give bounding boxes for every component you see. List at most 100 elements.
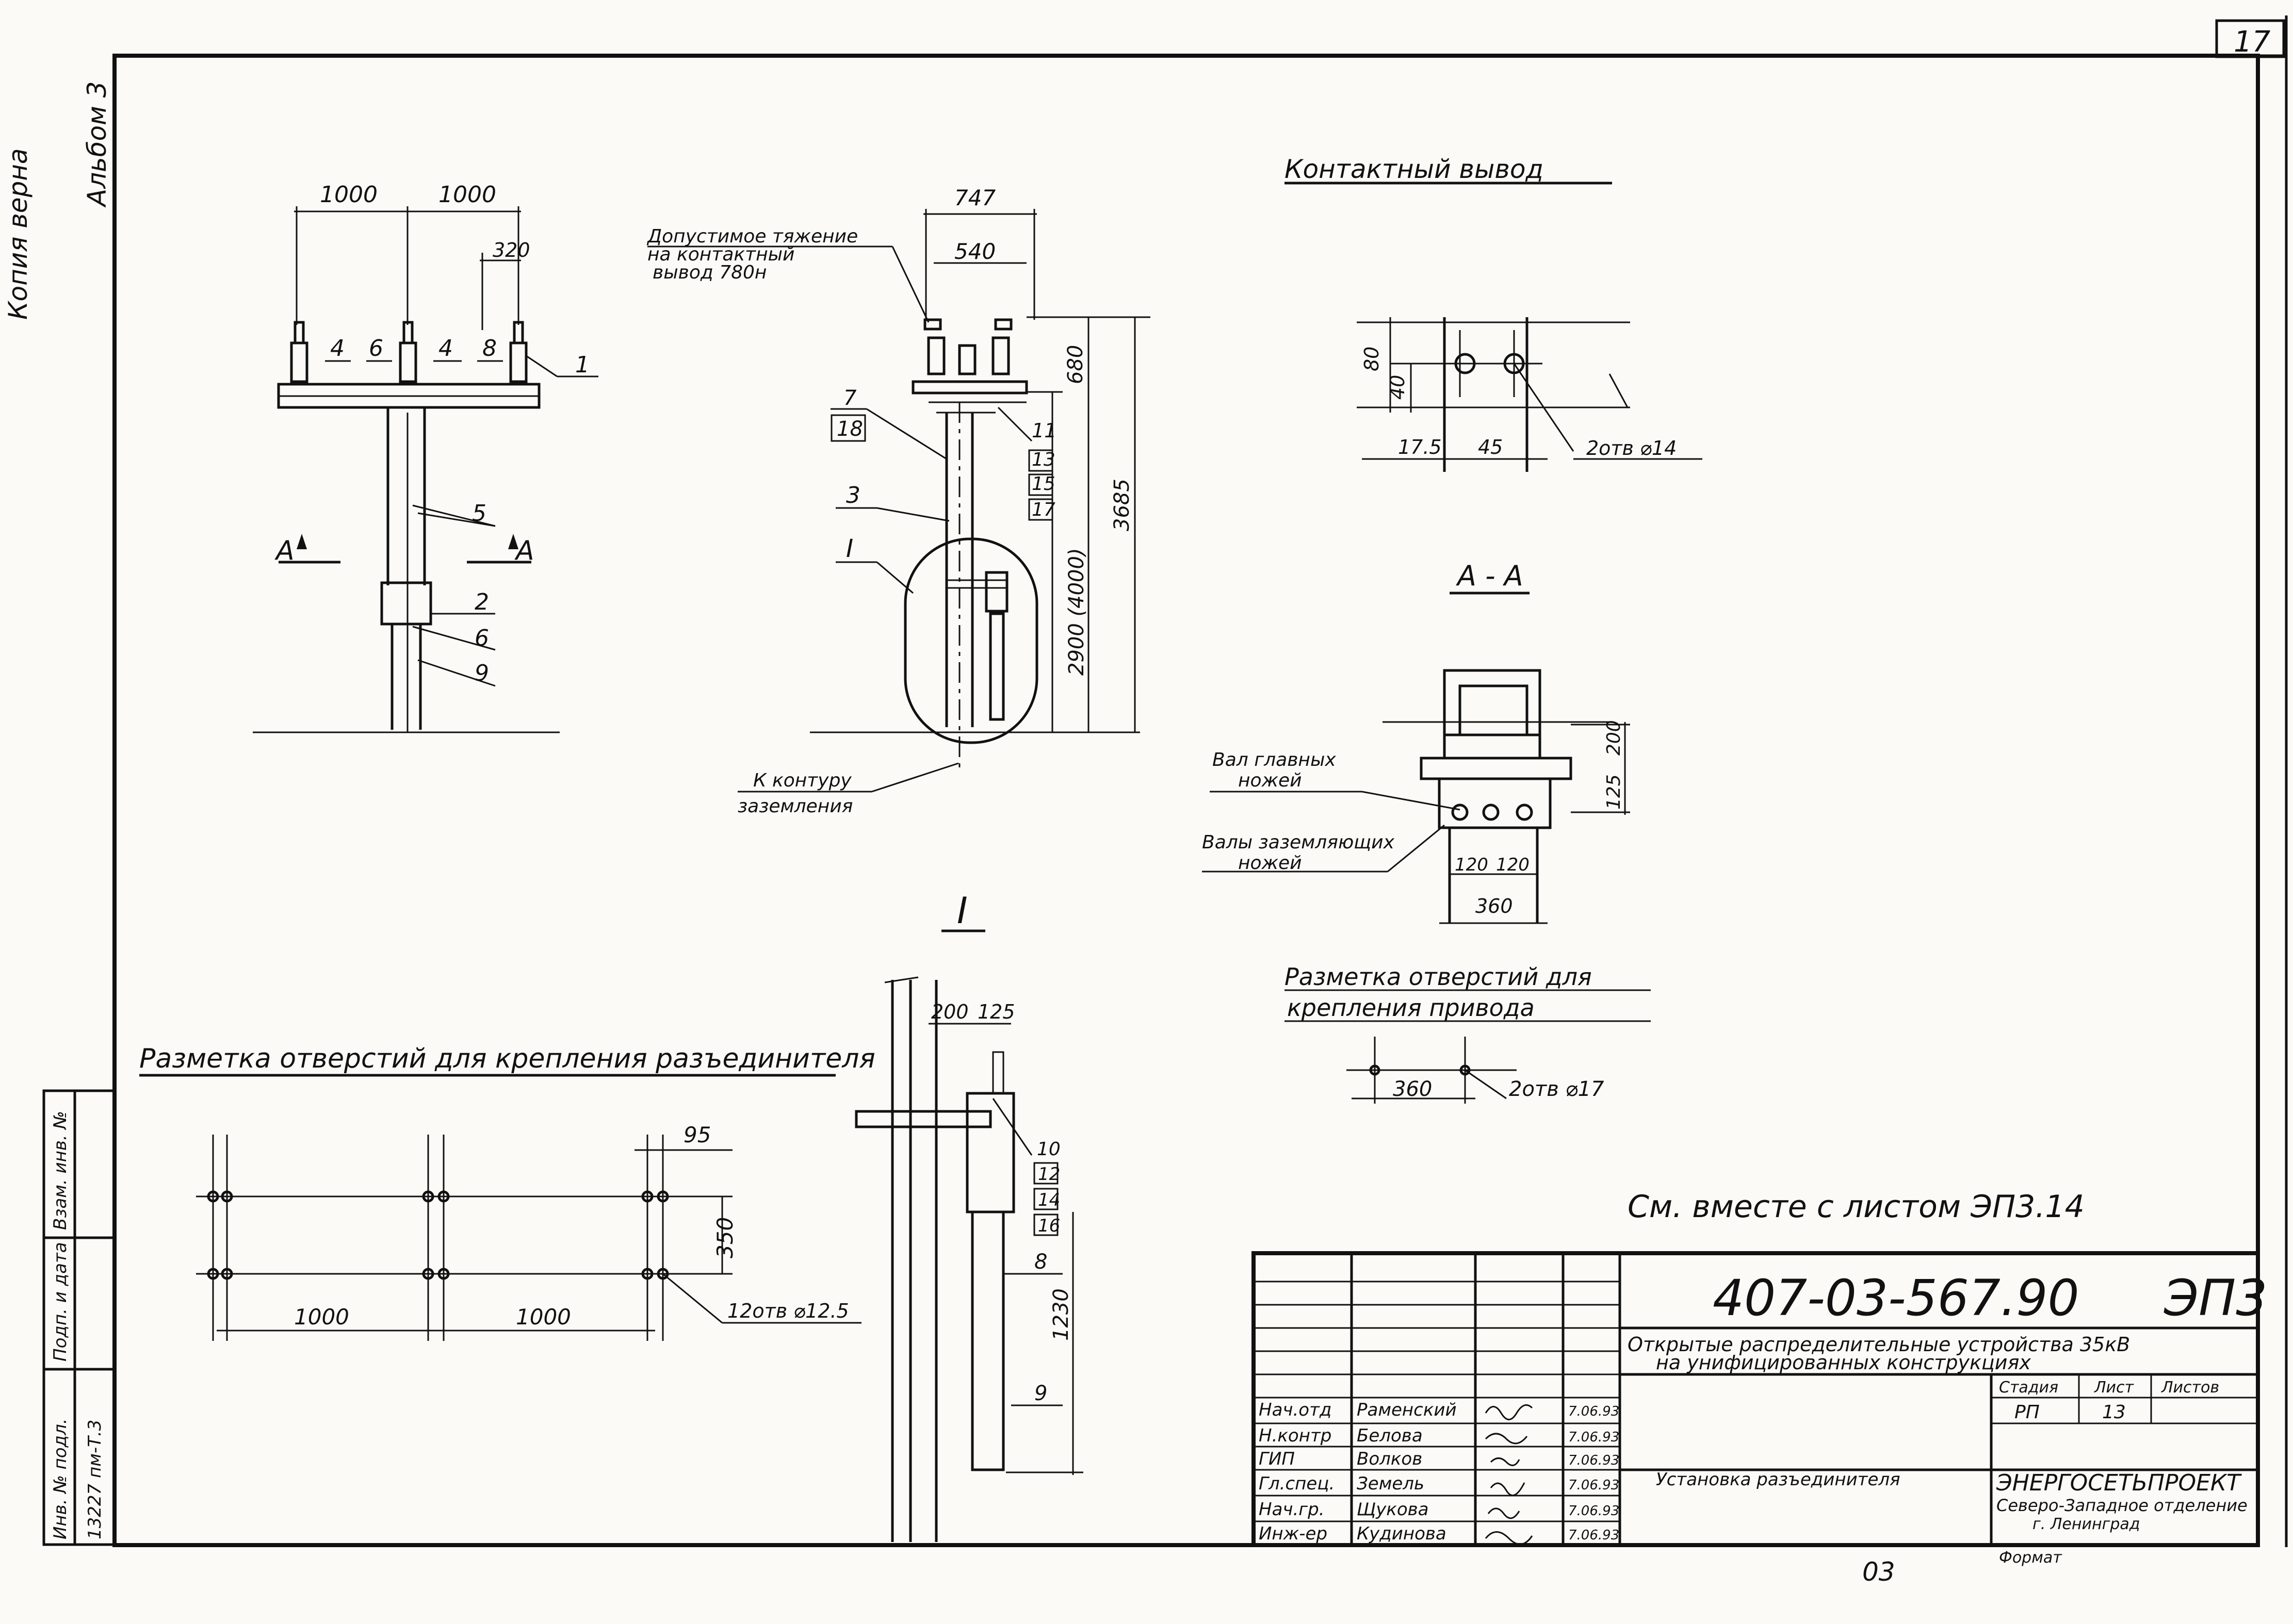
svg-text:45: 45 <box>1478 436 1503 458</box>
svg-text:Раменский: Раменский <box>1357 1400 1457 1420</box>
svg-text:Инв. № подл.: Инв. № подл. <box>50 1418 71 1539</box>
svg-text:680: 680 <box>1064 345 1087 384</box>
svg-text:К контуру: К контуру <box>753 770 852 791</box>
svg-text:Лист: Лист <box>2094 1379 2135 1397</box>
svg-text:Разметка отверстий для: Разметка отверстий для <box>1284 963 1592 991</box>
svg-text:Нач.гр.: Нач.гр. <box>1259 1499 1325 1520</box>
svg-text:1000: 1000 <box>294 1304 349 1330</box>
svg-text:40: 40 <box>1386 375 1409 400</box>
svg-text:407-03-567.90: 407-03-567.90 <box>1713 1269 2079 1327</box>
svg-text:350: 350 <box>712 1217 738 1258</box>
svg-text:360: 360 <box>1475 895 1513 917</box>
svg-text:Н.контр: Н.контр <box>1259 1425 1331 1446</box>
svg-text:80: 80 <box>1360 347 1383 371</box>
svg-text:11: 11 <box>1032 419 1056 442</box>
svg-text:РП: РП <box>2014 1402 2040 1423</box>
svg-text:Валы заземляющих: Валы заземляющих <box>1202 832 1395 853</box>
album-label: Альбом 3 <box>82 81 112 208</box>
svg-text:3685: 3685 <box>1110 479 1134 531</box>
svg-text:Допустимое тяжение: Допустимое тяжение <box>646 226 858 247</box>
svg-text:Инж-ер: Инж-ер <box>1259 1523 1327 1544</box>
svg-text:Нач.отд: Нач.отд <box>1259 1400 1331 1420</box>
svg-text:I: I <box>957 890 968 932</box>
svg-text:2: 2 <box>475 589 489 615</box>
svg-text:ГИП: ГИП <box>1259 1449 1295 1469</box>
svg-text:I: I <box>846 534 853 563</box>
svg-text:Земель: Земель <box>1357 1473 1424 1494</box>
svg-text:7.06.93: 7.06.93 <box>1568 1404 1619 1419</box>
svg-text:14: 14 <box>1038 1190 1060 1210</box>
svg-text:95: 95 <box>684 1122 711 1147</box>
bottom-mark: 03 <box>1862 1557 1895 1587</box>
svg-text:1000: 1000 <box>438 182 496 208</box>
svg-text:125: 125 <box>978 1000 1015 1023</box>
svg-text:7: 7 <box>843 386 857 410</box>
svg-text:12: 12 <box>1038 1164 1060 1185</box>
svg-text:А: А <box>514 535 534 566</box>
svg-text:120: 120 <box>1496 855 1530 875</box>
svg-text:17.5: 17.5 <box>1398 436 1442 458</box>
svg-text:10: 10 <box>1037 1139 1061 1160</box>
view2-elevation: 747 540 680 2900 (4000) 3685 <box>646 185 1150 817</box>
copy-verified-text: Копия верна <box>3 148 33 320</box>
section-aa: А - А 200 125 120 120 360 Вал главных но… <box>1202 560 1630 924</box>
svg-text:7.06.93: 7.06.93 <box>1568 1453 1619 1468</box>
svg-text:Открытые распределительные уст: Открытые распределительные устройства 35… <box>1628 1333 2130 1356</box>
svg-text:1000: 1000 <box>320 182 378 208</box>
svg-text:125: 125 <box>1603 774 1624 810</box>
contact-terminal: Контактный вывод 80 40 17.5 45 2отв ⌀14 <box>1284 154 1702 472</box>
view1-elevation: 1000 1000 320 А А 1 <box>253 182 598 733</box>
title-block: 407-03-567.90 ЭП3 Открытые распределител… <box>1251 1251 2267 1547</box>
svg-text:Контактный вывод: Контактный вывод <box>1284 154 1543 184</box>
svg-text:Гл.спец.: Гл.спец. <box>1259 1473 1335 1494</box>
svg-text:Разметка отверстий для креплен: Разметка отверстий для крепления разъеди… <box>139 1043 875 1074</box>
svg-text:2отв ⌀14: 2отв ⌀14 <box>1586 437 1677 460</box>
svg-text:Щукова: Щукова <box>1357 1499 1429 1520</box>
svg-text:540: 540 <box>954 239 996 264</box>
svg-text:на унифицированных конструкция: на унифицированных конструкциях <box>1656 1351 2031 1374</box>
svg-text:15: 15 <box>1032 473 1055 495</box>
svg-text:5: 5 <box>472 500 486 527</box>
svg-text:Кудинова: Кудинова <box>1357 1523 1446 1544</box>
svg-text:Волков: Волков <box>1357 1449 1422 1469</box>
svg-text:Листов: Листов <box>2161 1379 2219 1397</box>
svg-text:Вал главных: Вал главных <box>1212 749 1336 770</box>
svg-text:13: 13 <box>2102 1402 2126 1423</box>
svg-text:360: 360 <box>1393 1077 1432 1101</box>
svg-text:6: 6 <box>369 335 383 362</box>
svg-text:Белова: Белова <box>1357 1425 1423 1446</box>
svg-text:747: 747 <box>954 185 996 210</box>
svg-text:16: 16 <box>1038 1216 1060 1236</box>
svg-text:17: 17 <box>1032 499 1055 520</box>
svg-text:320: 320 <box>493 239 530 261</box>
svg-text:1: 1 <box>575 352 590 378</box>
svg-text:ножей: ножей <box>1238 852 1302 874</box>
svg-text:200: 200 <box>931 1000 969 1023</box>
svg-text:Установка разъединителя: Установка разъединителя <box>1656 1469 1900 1490</box>
svg-text:9: 9 <box>475 660 489 686</box>
drawing-frame <box>112 54 2260 1547</box>
svg-text:8: 8 <box>482 335 497 362</box>
page-number: 17 <box>2234 25 2271 59</box>
see-also-note: См. вместе с листом ЭП3.14 <box>1628 1189 2085 1225</box>
svg-text:7.06.93: 7.06.93 <box>1568 1528 1619 1543</box>
svg-text:13227 пм-Т.3: 13227 пм-Т.3 <box>85 1420 105 1539</box>
svg-text:вывод 780н: вывод 780н <box>653 262 767 283</box>
svg-text:1230: 1230 <box>1049 1288 1073 1341</box>
svg-text:Северо-Западное отделение: Северо-Западное отделение <box>1996 1496 2248 1515</box>
format-label: Формат <box>1999 1549 2062 1567</box>
svg-text:2900 (4000): 2900 (4000) <box>1065 548 1088 676</box>
svg-text:7.06.93: 7.06.93 <box>1568 1478 1619 1493</box>
svg-text:Стадия: Стадия <box>1999 1379 2058 1397</box>
svg-text:2отв ⌀17: 2отв ⌀17 <box>1509 1077 1604 1101</box>
detail-i: I 200 125 10 12 14 16 8 1230 9 <box>855 890 1083 1542</box>
svg-text:Подп. и дата: Подп. и дата <box>50 1242 71 1361</box>
svg-text:18: 18 <box>837 417 863 441</box>
svg-text:ножей: ножей <box>1238 770 1302 791</box>
svg-text:1000: 1000 <box>516 1304 571 1330</box>
svg-text:ЭНЕРГОСЕТЬПРОЕКТ: ЭНЕРГОСЕТЬПРОЕКТ <box>1996 1470 2242 1496</box>
drive-holes: Разметка отверстий для крепления привода… <box>1284 963 1651 1104</box>
svg-text:7.06.93: 7.06.93 <box>1568 1430 1619 1445</box>
svg-text:А: А <box>274 535 295 566</box>
